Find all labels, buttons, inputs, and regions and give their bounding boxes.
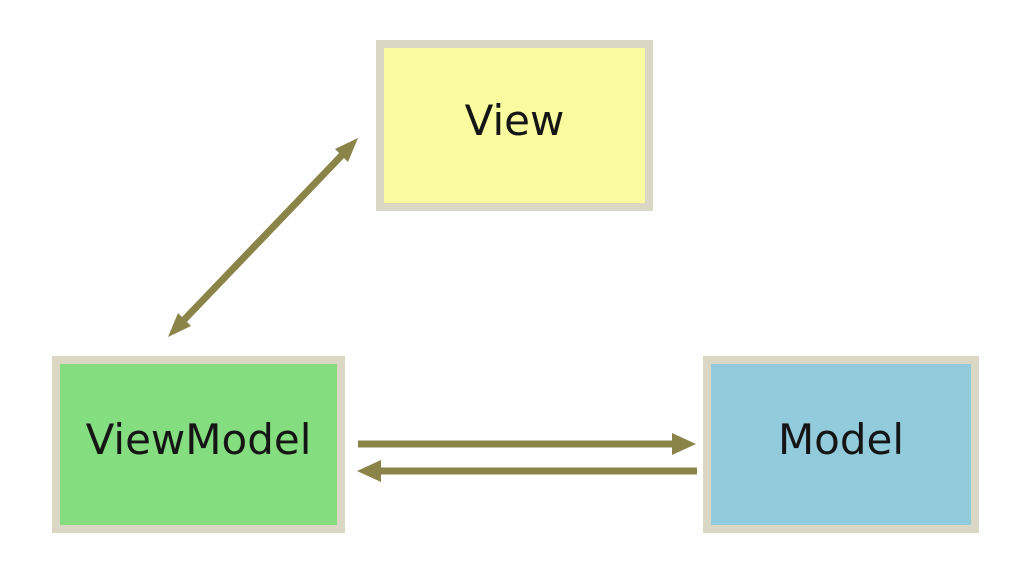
arrow-viewmodel-view	[168, 138, 358, 337]
view-node-box	[376, 40, 653, 211]
arrowhead-to-view	[335, 138, 358, 162]
arrow-viewmodel-view-shaft	[179, 150, 347, 325]
model-node-box	[703, 356, 979, 533]
model-node-label: Model	[777, 415, 905, 464]
view-node-label: View	[464, 96, 565, 145]
arrowhead-to-viewmodel	[168, 313, 191, 337]
arrow-viewmodel-model	[358, 433, 696, 455]
arrowhead-to-model	[672, 433, 696, 455]
arrow-model-viewmodel	[357, 460, 697, 482]
arrowhead-to-viewmodel-lower	[357, 460, 381, 482]
viewmodel-node-label: ViewModel	[85, 415, 312, 464]
viewmodel-node-box	[52, 356, 345, 533]
